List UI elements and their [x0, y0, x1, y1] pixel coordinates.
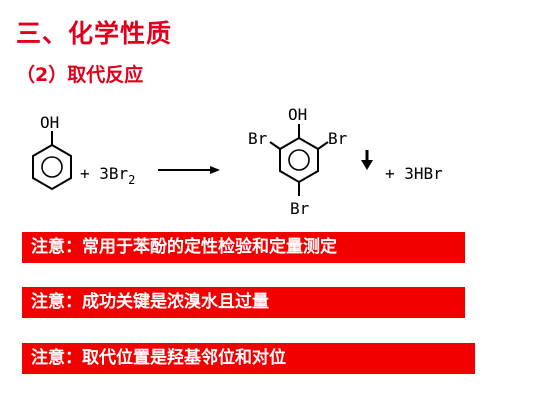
- reaction-arrow: [158, 166, 220, 174]
- product-br-left-label: Br: [248, 129, 268, 148]
- phenol-ring: [32, 143, 72, 191]
- product-oh-label: OH: [288, 105, 307, 124]
- tribromophenol-structure: OH Br Br Br: [248, 105, 348, 218]
- down-arrow-icon: [361, 150, 373, 170]
- note-banner-detection: 注意：常用于苯酚的定性检验和定量测定: [22, 232, 465, 263]
- br-right-bond: [317, 141, 329, 150]
- reagent-label: + 3Br2: [80, 164, 135, 187]
- product-aromatic-circle: [288, 149, 310, 171]
- slide-title: 三、化学性质: [16, 19, 173, 48]
- phenol-oh-label: OH: [40, 113, 59, 132]
- byproduct-label: + 3HBr: [385, 164, 443, 183]
- reagent-subscript: 2: [128, 173, 135, 187]
- slide-subtitle: （2）取代反应: [16, 64, 144, 86]
- note-banner-key-condition: 注意：成功关键是浓溴水且过量: [22, 287, 465, 318]
- product-br-right-label: Br: [328, 129, 348, 148]
- phenol-aromatic-circle: [41, 156, 63, 178]
- reaction-equation: OH + 3Br2 OH Br Br Br + 3HBr: [32, 105, 443, 218]
- product-ring: [279, 136, 319, 184]
- note-banner-substitution-position: 注意：取代位置是羟基邻位和对位: [22, 343, 475, 374]
- phenol-structure: OH: [32, 113, 72, 191]
- product-br-bottom-label: Br: [290, 199, 310, 218]
- br-left-bond: [269, 141, 281, 150]
